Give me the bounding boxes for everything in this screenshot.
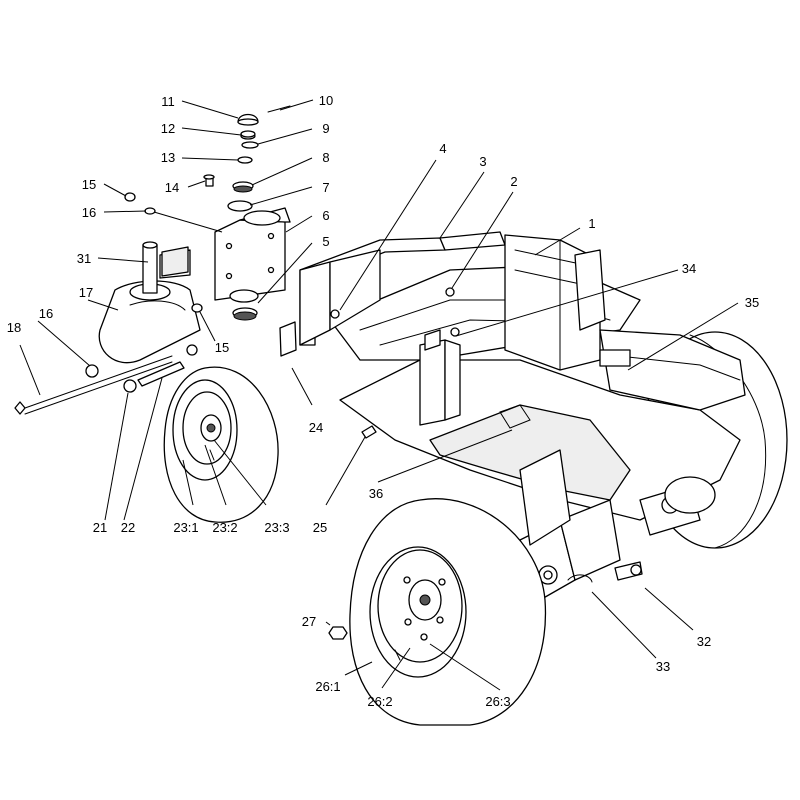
callout-26-3[interactable]: 26:3: [485, 694, 510, 709]
callout-26-1[interactable]: 26:1: [315, 679, 340, 694]
callout-26-2[interactable]: 26:2: [367, 694, 392, 709]
callout-8[interactable]: 8: [322, 150, 329, 165]
callout-25[interactable]: 25: [313, 520, 327, 535]
callout-11[interactable]: 11: [161, 94, 175, 109]
callout-35[interactable]: 35: [745, 295, 759, 310]
callout-7[interactable]: 7: [322, 180, 329, 195]
caster-wheel: [163, 366, 279, 523]
callout-12[interactable]: 12: [161, 121, 175, 136]
callout-4[interactable]: 4: [439, 141, 446, 156]
main-frame: [299, 231, 746, 601]
callout-9[interactable]: 9: [322, 121, 329, 136]
callout-31[interactable]: 31: [77, 251, 91, 266]
callout-34[interactable]: 34: [682, 261, 696, 276]
callout-27[interactable]: 27: [302, 614, 316, 629]
callout-15-upper[interactable]: 15: [82, 177, 96, 192]
callout-3[interactable]: 3: [479, 154, 486, 169]
callout-13[interactable]: 13: [161, 150, 175, 165]
callout-6[interactable]: 6: [322, 208, 329, 223]
callout-33[interactable]: 33: [656, 659, 670, 674]
callout-23-3[interactable]: 23:3: [264, 520, 289, 535]
callout-16-lower[interactable]: 16: [39, 306, 53, 321]
callout-18[interactable]: 18: [7, 320, 21, 335]
callout-24[interactable]: 24: [309, 420, 323, 435]
callout-14[interactable]: 14: [165, 180, 179, 195]
callout-36[interactable]: 36: [369, 486, 383, 501]
rear-left-wheel: [349, 498, 547, 726]
callout-15-lower[interactable]: 15: [215, 340, 229, 355]
callout-16-upper[interactable]: 16: [82, 205, 96, 220]
leader-lines: [19, 99, 739, 691]
bearing-stack: [124, 105, 643, 640]
callout-22[interactable]: 22: [121, 520, 135, 535]
caster-fork-assembly: [14, 241, 201, 415]
callout-23-1[interactable]: 23:1: [173, 520, 198, 535]
callout-23-2[interactable]: 23:2: [212, 520, 237, 535]
callout-labels: 11 10 12 9 13 8 14 7 15 16 6 31 5 17 16 …: [7, 93, 759, 709]
callout-2[interactable]: 2: [510, 174, 517, 189]
callout-32[interactable]: 32: [697, 634, 711, 649]
callout-5[interactable]: 5: [322, 234, 329, 249]
callout-1[interactable]: 1: [588, 216, 595, 231]
callout-10[interactable]: 10: [319, 93, 333, 108]
caster-mount-bracket: [214, 207, 291, 301]
callout-17[interactable]: 17: [79, 285, 93, 300]
callout-21[interactable]: 21: [93, 520, 107, 535]
